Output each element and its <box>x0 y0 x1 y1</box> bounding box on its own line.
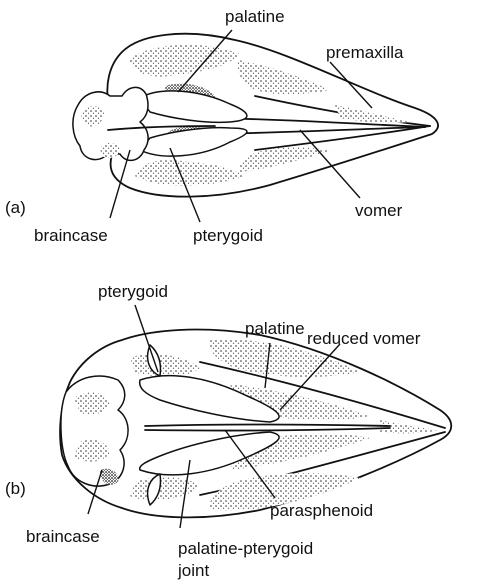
panel-b: pterygoid palatine reduced vomer (b) par… <box>5 282 451 580</box>
label-b-pterygoid: pterygoid <box>98 282 168 301</box>
label-a-vomer: vomer <box>355 201 403 220</box>
leader-a-premaxilla <box>330 62 372 108</box>
label-b-parasphenoid: parasphenoid <box>270 501 373 520</box>
skull-b-drawing <box>60 330 451 518</box>
panel-label-b: (b) <box>5 479 26 498</box>
label-a-braincase: braincase <box>34 226 108 245</box>
panel-a: palatine premaxilla (a) vomer braincase … <box>5 7 438 245</box>
panel-label-a: (a) <box>5 198 26 217</box>
label-a-palatine: palatine <box>225 7 285 26</box>
leader-a-braincase <box>110 150 130 218</box>
label-b-reduced-vomer: reduced vomer <box>307 329 421 348</box>
label-a-premaxilla: premaxilla <box>326 43 404 62</box>
label-b-braincase: braincase <box>26 527 100 546</box>
label-a-pterygoid: pterygoid <box>193 226 263 245</box>
label-b-palatine: palatine <box>245 319 305 338</box>
label-b-joint-line2: joint <box>177 561 209 580</box>
label-b-joint-line1: palatine-pterygoid <box>178 539 313 558</box>
